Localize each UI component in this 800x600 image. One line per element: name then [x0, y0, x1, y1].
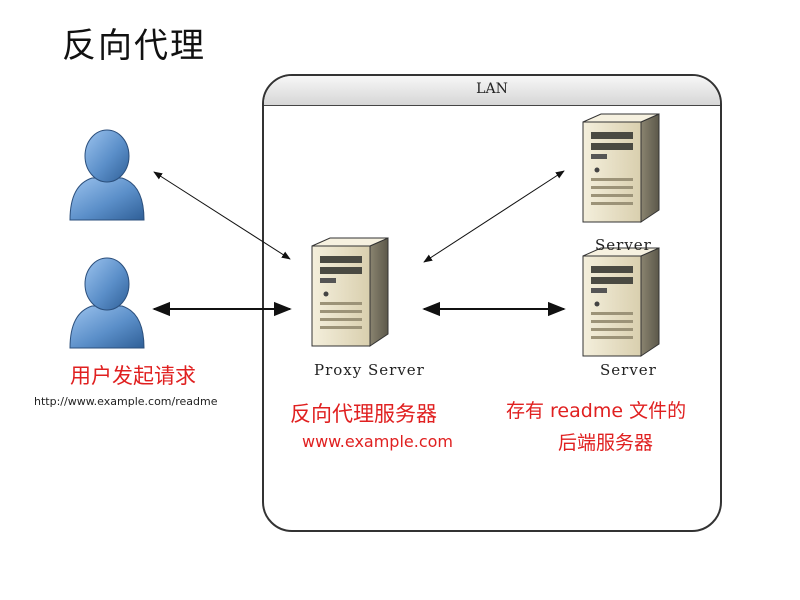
user-request-caption: 用户发起请求 — [70, 364, 196, 388]
backend-server-top-icon — [582, 113, 660, 223]
user-icon-bottom — [69, 257, 145, 349]
proxy-caption: 反向代理服务器 — [290, 402, 437, 426]
request-url: http://www.example.com/readme — [34, 395, 218, 408]
backend-caption-line1: 存有 readme 文件的 — [506, 400, 687, 422]
proxy-server-icon — [311, 237, 389, 347]
proxy-domain: www.example.com — [302, 432, 453, 451]
arrow-user-top-proxy — [153, 171, 291, 260]
server-bottom-label: Server — [600, 361, 657, 379]
proxy-server-label: Proxy Server — [314, 361, 425, 379]
lan-header: LAN — [264, 76, 720, 106]
backend-caption-line2: 后端服务器 — [558, 432, 654, 454]
backend-server-bottom-icon — [582, 247, 660, 357]
server-top-label: Server — [595, 236, 652, 254]
lan-label: LAN — [476, 81, 508, 97]
arrow-proxy-server-top — [423, 170, 565, 263]
page-title: 反向代理 — [62, 26, 206, 66]
user-icon-top — [69, 129, 145, 221]
